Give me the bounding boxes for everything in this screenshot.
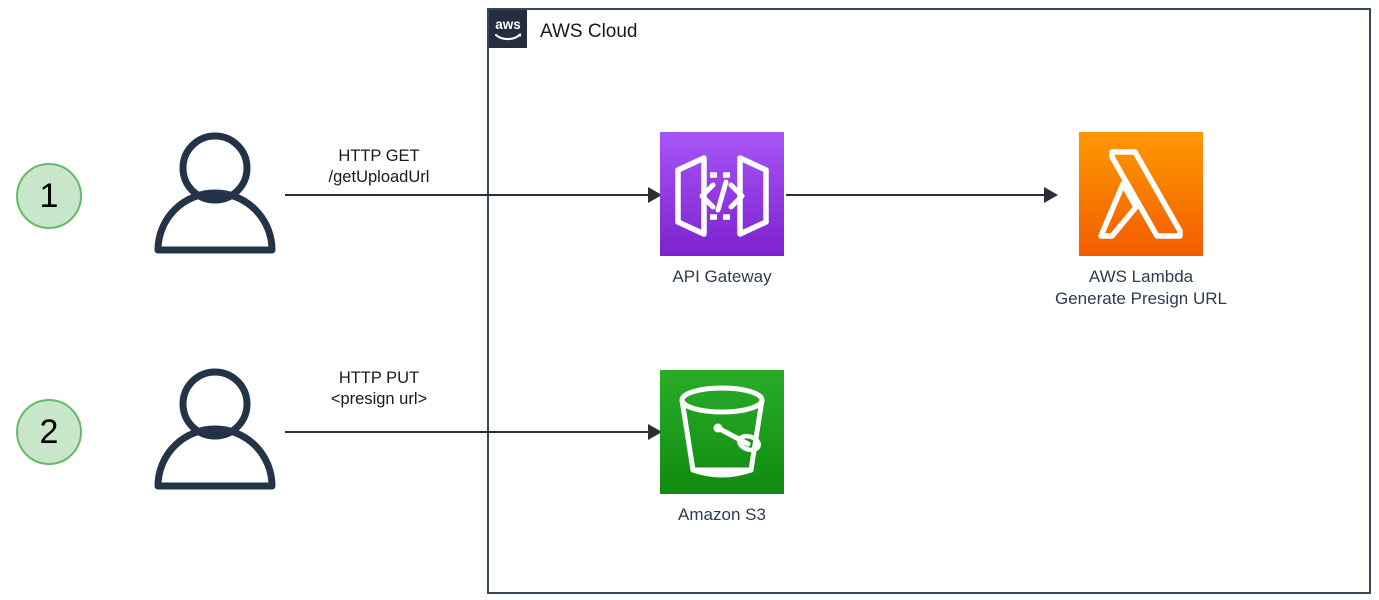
flow-arrow-3-line (786, 194, 1048, 196)
api-gateway-icon (660, 132, 784, 256)
flow-arrow-2-head (648, 424, 662, 440)
user-actor-2-icon (150, 364, 280, 494)
service-node-amazon-s3[interactable]: Amazon S3 (660, 370, 784, 526)
flow-label-1: HTTP GET /getUploadUrl (288, 146, 470, 188)
service-caption-amazon-s3: Amazon S3 (678, 504, 766, 526)
api-gateway-caption-line1: API Gateway (672, 267, 772, 286)
flow-2-method: HTTP PUT (338, 369, 420, 387)
user-actor-1-icon (150, 128, 280, 258)
aws-cloud-boundary (487, 8, 1371, 594)
step-badge-1: 1 (16, 163, 82, 229)
svg-text:aws: aws (495, 17, 521, 32)
flow-arrow-3-head (1044, 187, 1058, 203)
flow-1-method: HTTP GET (338, 147, 420, 165)
service-node-aws-lambda[interactable]: AWS Lambda Generate Presign URL (1055, 132, 1227, 310)
flow-arrow-1-line (285, 194, 652, 196)
s3-bucket-icon (660, 370, 784, 494)
step-badge-2: 2 (16, 399, 82, 465)
flow-label-2: HTTP PUT <presign url> (288, 368, 470, 410)
lambda-caption-line2: Generate Presign URL (1055, 289, 1227, 308)
service-caption-api-gateway: API Gateway (672, 266, 771, 288)
lambda-caption-line1: AWS Lambda (1088, 267, 1194, 286)
step-badge-1-number: 1 (39, 177, 59, 215)
lambda-icon (1078, 132, 1203, 256)
step-badge-2-number: 2 (39, 413, 59, 451)
aws-logo-icon: aws (489, 10, 527, 48)
aws-cloud-label: AWS Cloud (540, 21, 638, 42)
service-node-api-gateway[interactable]: API Gateway (660, 132, 784, 288)
flow-1-path: /getUploadUrl (328, 168, 430, 186)
service-caption-aws-lambda: AWS Lambda Generate Presign URL (1055, 266, 1227, 310)
flow-arrow-1-head (648, 187, 662, 203)
flow-arrow-2-line (285, 431, 652, 433)
s3-caption-line1: Amazon S3 (678, 505, 766, 524)
flow-2-path: <presign url> (330, 390, 428, 408)
